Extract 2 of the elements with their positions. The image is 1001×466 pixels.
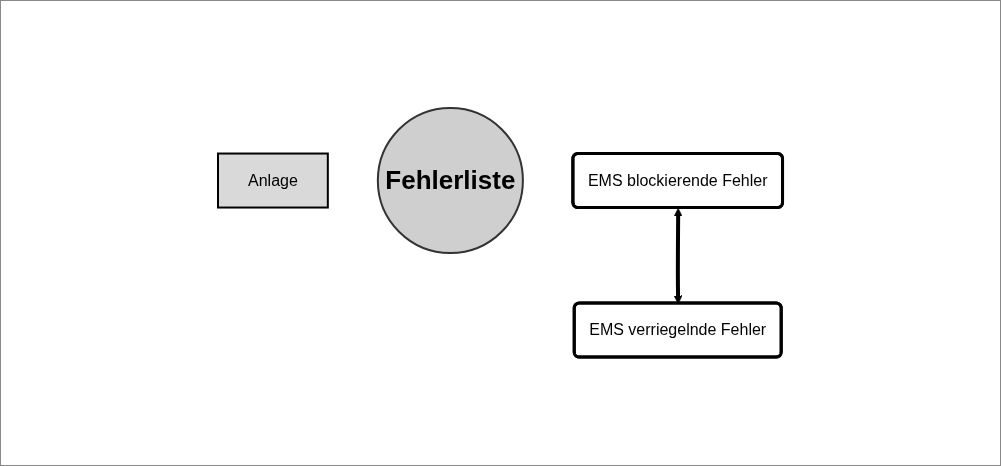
node-box: Anlage [217, 153, 330, 209]
node-circle: Fehlerliste [377, 107, 525, 255]
